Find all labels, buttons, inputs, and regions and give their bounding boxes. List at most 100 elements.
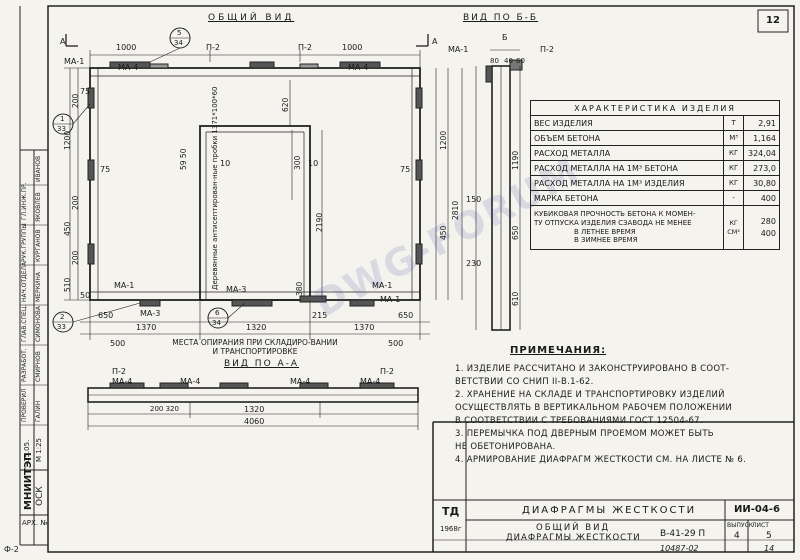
strip-person: РАЗРАБОТ. xyxy=(21,348,28,382)
dim-right-1200: 1200 xyxy=(439,130,448,150)
dim-inner-10a: 10 xyxy=(220,159,231,168)
section-mark-b: Б xyxy=(502,33,508,42)
dim-bottom-1370a: 1370 xyxy=(136,323,157,332)
dim-left-450: 450 xyxy=(63,221,72,236)
label-ma4-va-4: МА-4 xyxy=(360,377,381,386)
ref-1-bot: 33 xyxy=(57,125,66,133)
note-line: 2. ХРАНЕНИЕ НА СКЛАДЕ И ТРАНСПОРТИРОВКУ … xyxy=(455,390,725,400)
tb-year: 1968г xyxy=(440,525,462,533)
note-line: 3. ПЕРЕМЫЧКА ПОД ДВЕРНЫМ ПРОЕМОМ МОЖЕТ Б… xyxy=(455,429,714,439)
dim-right-610: 610 xyxy=(511,291,520,306)
dim-right-230: 230 xyxy=(466,259,482,268)
summer-value: 280 xyxy=(760,217,776,227)
tb-sub2: ДИАФРАГМЫ ЖЕСТКОСТИ xyxy=(506,533,641,543)
dim-top-right: 1000 xyxy=(342,43,363,52)
strip-person: РУК.ГРУППЫ xyxy=(21,223,28,262)
dim-top-left: 1000 xyxy=(116,43,137,52)
label-p2-tr: П-2 xyxy=(298,43,312,52)
strip-name: СИМОНОВА xyxy=(35,305,42,342)
dim-right-150: 150 xyxy=(466,195,482,204)
dim-left-200b: 200 xyxy=(71,195,80,210)
strip-name: ЯКОВЛЕВ xyxy=(35,192,42,222)
char-row: МАРКА БЕТОНА-400 xyxy=(529,190,780,206)
dim-side-b-40: 40 xyxy=(504,57,513,65)
dim-left-50: 50 xyxy=(80,291,91,300)
dim-right-650: 650 xyxy=(511,225,520,240)
dim-bottom-215: 215 xyxy=(312,311,328,320)
dim-va-200-320: 200 320 xyxy=(150,405,179,413)
ref-5-top: 5 xyxy=(177,29,182,37)
tb-archive: 10487-02 xyxy=(660,544,699,553)
tb-sheet: 5 xyxy=(766,531,772,541)
label-ma1-bl: МА-1 xyxy=(114,281,135,290)
label-p2-tl: П-2 xyxy=(206,43,220,52)
dim-bottom-650a: 650 xyxy=(98,311,114,320)
tb-sheet-label: ЛИСТ xyxy=(752,522,769,529)
view-title-b: ВИД ПО Б-Б xyxy=(463,13,539,23)
label-ma4-va-2: МА-4 xyxy=(180,377,201,386)
tb-sub1: ОБЩИЙ ВИД xyxy=(536,523,611,533)
dim-inner-5950: 59 50 xyxy=(179,148,188,170)
char-row-strength: КУБИКОВАЯ ПРОЧНОСТЬ БЕТОНА К МОМЕН- ТУ О… xyxy=(529,205,780,250)
dim-inner-300: 300 xyxy=(293,155,302,170)
strip-person: ГЛАВ.СПЕЦ. xyxy=(21,304,28,342)
dim-left-510: 510 xyxy=(63,277,72,292)
tb-code: В-41-29 П xyxy=(660,529,706,539)
dim-va-4060: 4060 xyxy=(244,417,265,426)
dim-right-1190: 1190 xyxy=(511,150,520,170)
note-line: 4. АРМИРОВАНИЕ ДИАФРАГМ ЖЕСТКОСТИ СМ. НА… xyxy=(455,455,747,465)
strip-name: КУРГАНОВ xyxy=(35,229,42,262)
winter-value: 400 xyxy=(760,228,776,238)
tb-archive-sheet: 14 xyxy=(764,544,775,553)
sheet-number: 12 xyxy=(766,15,780,26)
dim-right-75: 75 xyxy=(400,165,411,174)
dim-left-1200: 1200 xyxy=(63,130,72,150)
dim-inner-10b: 10 xyxy=(308,159,319,168)
label-ma4-tr: МА-4 xyxy=(348,63,369,72)
note-line: ВЕТСТВИИ СО СНИП II-В.1-62. xyxy=(455,377,594,387)
dim-left-75a: 75 xyxy=(100,165,111,174)
ref-1-top: 1 xyxy=(60,115,65,123)
ref-6-top: 6 xyxy=(215,309,220,317)
label-ma4-va-3: МА-4 xyxy=(290,377,311,386)
strip-name: МЕРКИНА xyxy=(35,272,42,302)
label-p2-b: П-2 xyxy=(540,45,554,54)
label-ma1-tr: МА-1 xyxy=(448,45,469,54)
characteristics-title: ХАРАКТЕРИСТИКА ИЗДЕЛИЯ xyxy=(530,100,780,116)
label-ma1-tl: МА-1 xyxy=(64,57,85,66)
ref-2-bot: 33 xyxy=(57,323,66,331)
tb-title: ДИАФРАГМЫ ЖЕСТКОСТИ xyxy=(522,505,697,516)
tb-td: ТД xyxy=(442,505,460,518)
note-line: ОСУЩЕСТВЛЯТЬ В ВЕРТИКАЛЬНОМ РАБОЧЕМ ПОЛО… xyxy=(455,403,733,413)
strip-person: НАЧ.ОТДЕЛА xyxy=(21,261,28,302)
dim-inner-2190: 2190 xyxy=(315,212,324,232)
label-ma3-b: МА-3 xyxy=(140,309,161,318)
label-p2-va-l: П-2 xyxy=(112,367,126,376)
strip-f2: Ф-2 xyxy=(4,545,19,554)
dim-left-200c: 200 xyxy=(71,250,80,265)
dim-inner-620: 620 xyxy=(281,97,290,112)
section-mark-a-left: А xyxy=(60,37,66,46)
ref-5-bot: 34 xyxy=(174,39,183,47)
dim-bottom-650b: 650 xyxy=(398,311,414,320)
label-ma4-tl: МА-4 xyxy=(118,63,139,72)
strip-person: ПРОВЕРИЛ xyxy=(21,388,28,422)
ref-6-bot: 34 xyxy=(212,319,221,327)
view-title-general: ОБЩИЙ ВИД xyxy=(208,13,295,23)
section-mark-a-right: А xyxy=(432,37,438,46)
label-ma1-b: МА-1 xyxy=(372,281,393,290)
ref-2-top: 2 xyxy=(60,313,65,321)
dim-right-2810: 2810 xyxy=(451,200,460,220)
label-p2-va-r: П-2 xyxy=(380,367,394,376)
dim-bottom-1320: 1320 xyxy=(246,323,267,332)
strip-name: ГАЛИН xyxy=(35,400,42,422)
note-line: 1. ИЗДЕЛИЕ РАССЧИТАНО И ЗАКОНСТРУИРОВАНО… xyxy=(455,364,730,374)
label-ma1-br: МА-1 xyxy=(380,295,401,304)
strip-person: ГЛ.ИНЖ.ПР. xyxy=(21,182,28,221)
note-line: НЕ ОБЕТОНИРОВАНА. xyxy=(455,442,556,452)
